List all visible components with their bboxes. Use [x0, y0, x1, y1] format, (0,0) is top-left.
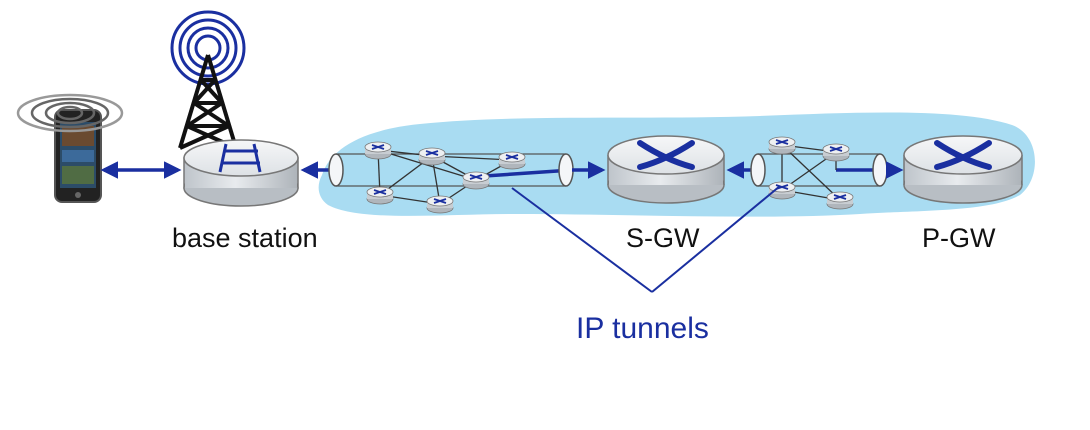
- tunnel-end-left: [328, 153, 344, 187]
- smartphone-icon: [54, 109, 102, 203]
- pgw-gateway-icon: [903, 135, 1023, 204]
- router-icon: [826, 191, 854, 210]
- router-mesh-1: [364, 141, 526, 214]
- ip-tunnel-2: [750, 153, 904, 187]
- router-icon: [426, 195, 454, 214]
- router-icon: [418, 147, 446, 166]
- tower-signal-icon: [170, 10, 246, 86]
- router-icon: [462, 171, 490, 190]
- ip-tunnels-label: IP tunnels: [576, 312, 709, 345]
- base-station-icon: [183, 139, 299, 207]
- sgw-gateway-icon: [607, 135, 725, 204]
- router-icon: [768, 181, 796, 200]
- sgw-label: S-GW: [626, 223, 700, 253]
- router-icon: [366, 186, 394, 205]
- base-station-label: base station: [172, 223, 318, 253]
- ip-tunnels-callout: [511, 185, 781, 293]
- wireless-signal-icon: [16, 93, 124, 133]
- pgw-label: P-GW: [922, 223, 996, 253]
- router-icon: [822, 143, 850, 162]
- router-icon: [498, 151, 526, 170]
- router-icon: [768, 136, 796, 155]
- router-icon: [364, 141, 392, 160]
